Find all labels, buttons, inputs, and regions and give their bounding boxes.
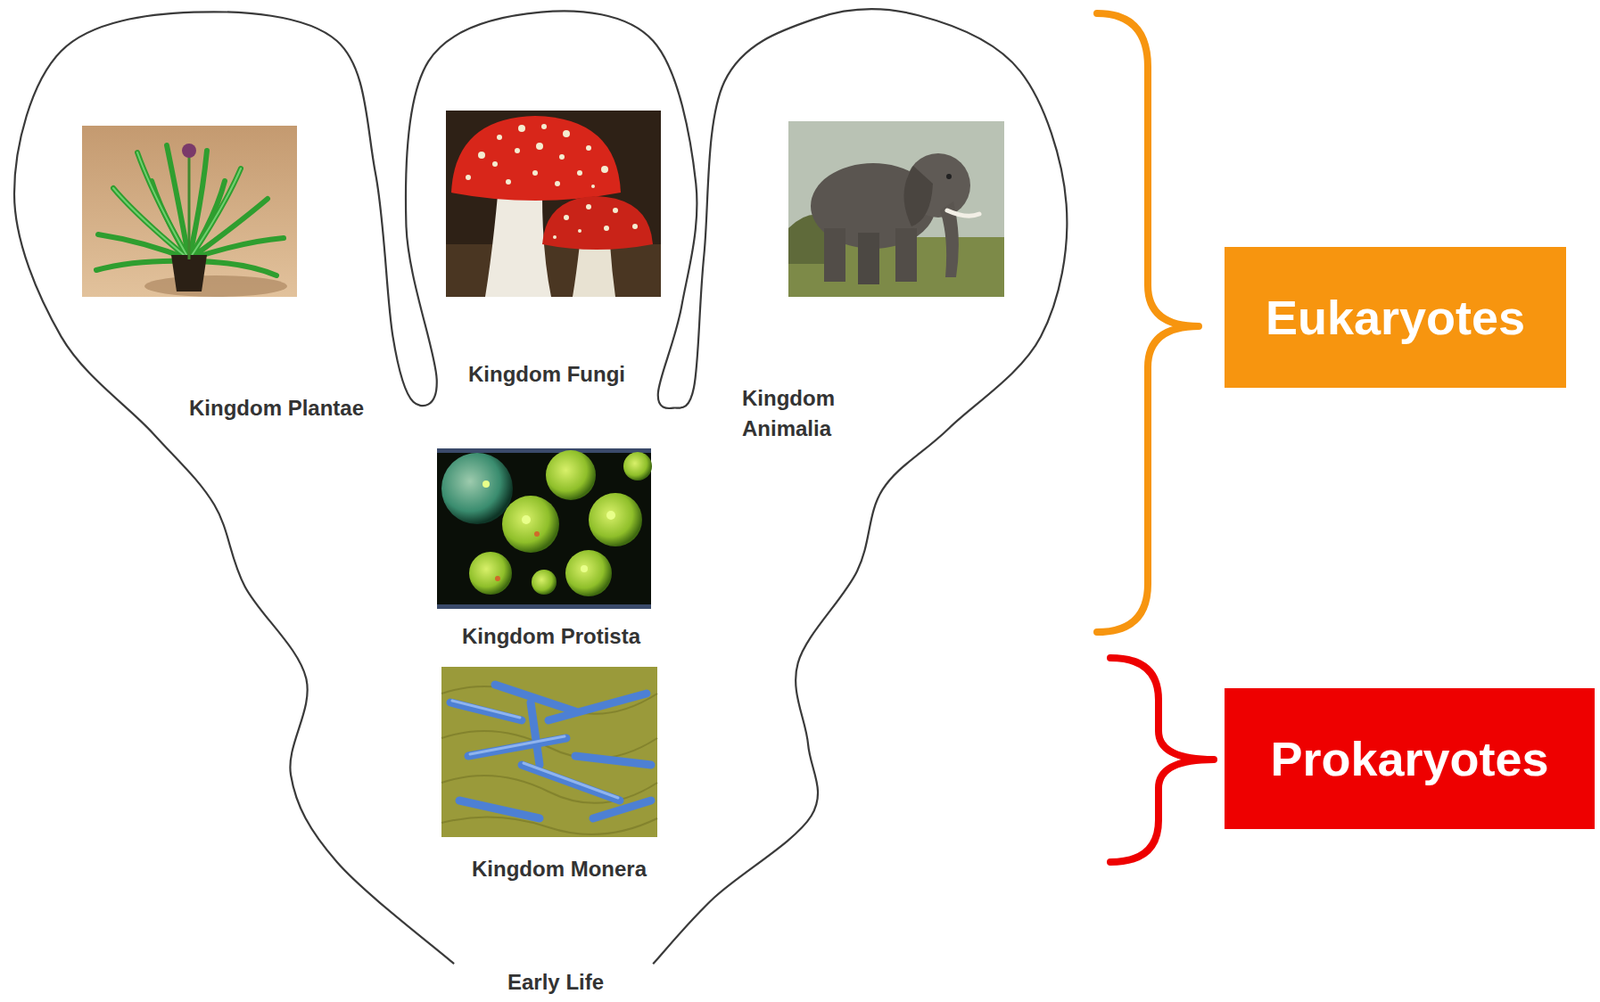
elephant-photo [788,121,1005,297]
bacteria-photo [441,667,658,838]
root-label: Early Life [507,969,604,997]
kingdom-label: Kingdom Monera [471,856,647,883]
tree-outline [14,8,1067,965]
protist-photo [437,448,652,610]
eukaryotes-box: Eukaryotes [1224,247,1567,388]
eukaryote-brace [1096,13,1199,633]
box-label: Eukaryotes [1265,289,1526,346]
kingdom-label: Kingdom Fungi [468,361,626,388]
kingdom-label: Kingdom Plantae [189,395,364,422]
prokaryote-brace [1110,658,1214,863]
plant-photo [82,125,297,297]
kingdom-label: Kingdom Animalia [742,383,867,445]
prokaryotes-box: Prokaryotes [1224,688,1595,830]
box-label: Prokaryotes [1270,731,1549,787]
mushroom-photo [445,110,661,297]
kingdom-label: Kingdom Protista [461,623,641,651]
